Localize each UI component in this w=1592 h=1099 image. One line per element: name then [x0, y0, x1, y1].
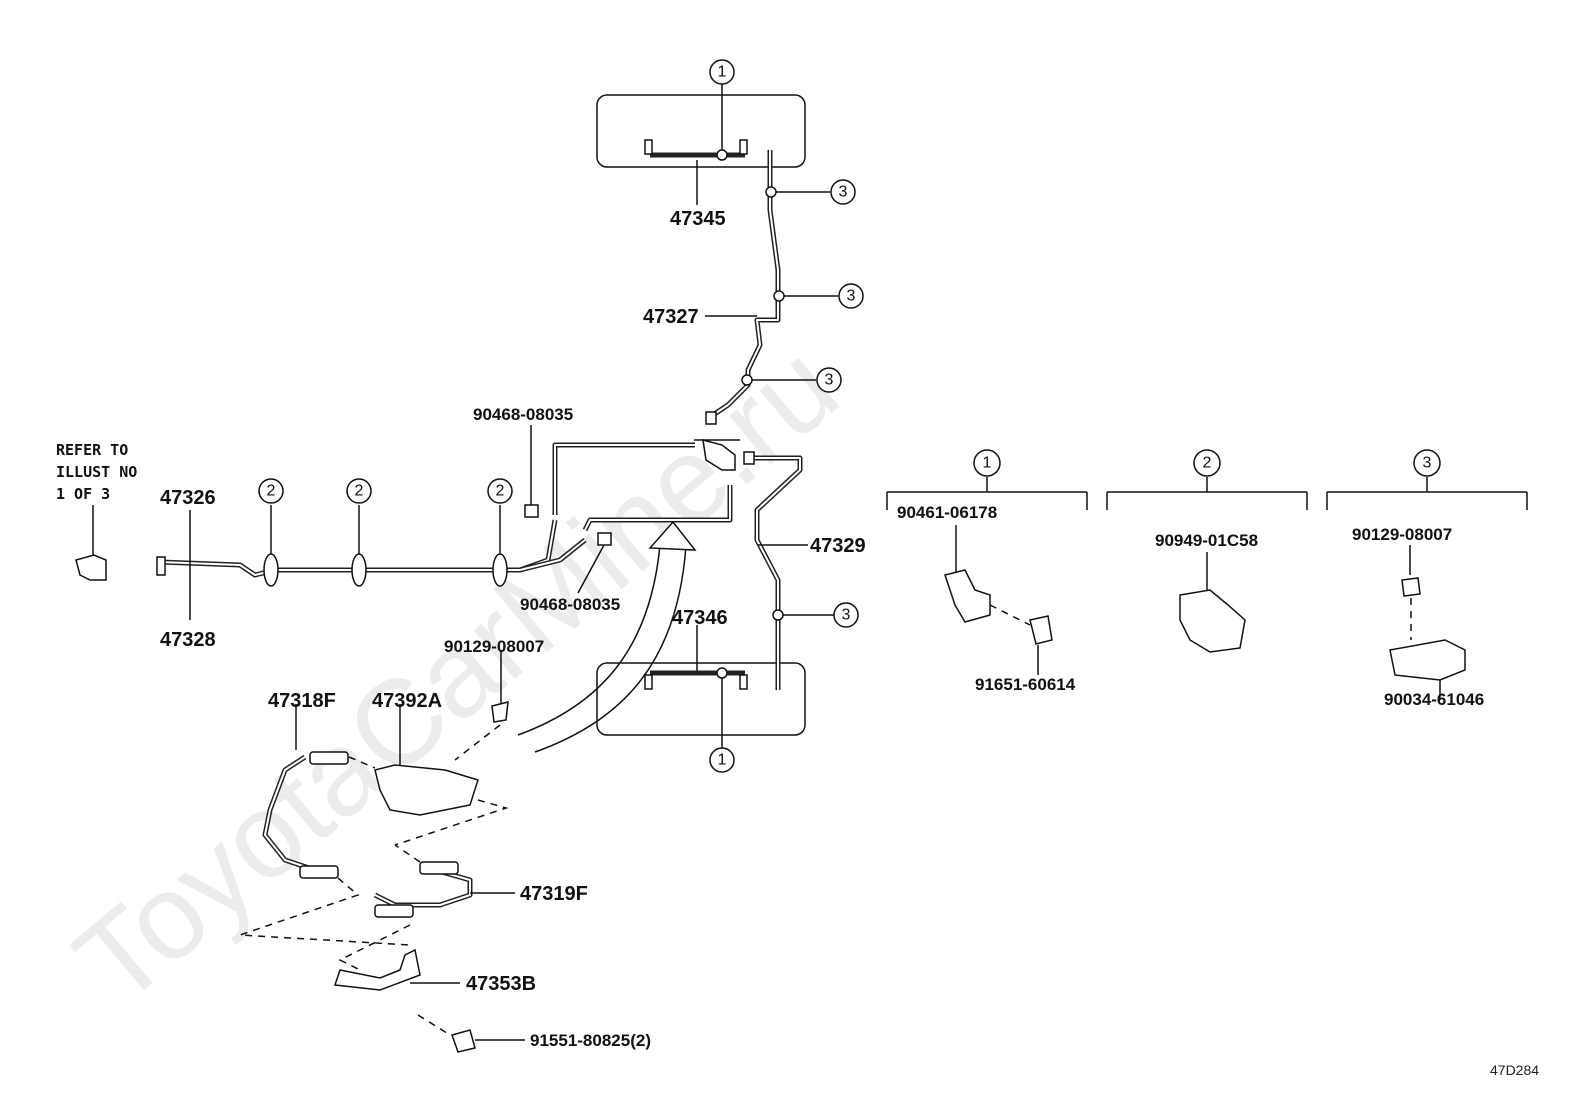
callout-2-b: 2 — [346, 478, 372, 504]
label-47353B: 47353B — [466, 973, 536, 995]
label-91651: 91651-60614 — [975, 675, 1076, 694]
upper-bracket-end-right — [739, 139, 748, 155]
label-47328: 47328 — [160, 629, 216, 651]
bracket-47353B — [333, 948, 421, 991]
refer-note-line-1: REFER TO — [56, 441, 128, 459]
label-47346: 47346 — [672, 607, 728, 629]
label-47329: 47329 — [810, 535, 866, 557]
svg-text:2: 2 — [267, 483, 276, 500]
clamp-90949 — [1179, 589, 1246, 653]
bolt-91551 — [451, 1029, 476, 1053]
arrow-curve-inner — [534, 544, 687, 753]
junction-bracket — [702, 438, 736, 471]
diagram-code: 47D284 — [1490, 1062, 1539, 1078]
fitting-47318F-bottom — [299, 865, 339, 879]
label-47318F: 47318F — [268, 690, 336, 712]
svg-text:3: 3 — [847, 288, 856, 305]
dot-47327-c — [741, 374, 753, 386]
label-47326: 47326 — [160, 487, 216, 509]
label-91551: 91551-80825(2) — [530, 1031, 651, 1050]
svg-text:1: 1 — [983, 455, 992, 472]
fitting-47327 — [705, 411, 717, 425]
legend-callout-2: 2 — [1193, 449, 1221, 477]
fitting-47319F-bottom — [374, 904, 414, 918]
label-90129-b: 90129-08007 — [1352, 525, 1452, 544]
callout-1-bottom: 1 — [709, 747, 735, 773]
svg-text:1: 1 — [718, 64, 727, 81]
lower-clip-box — [596, 662, 806, 736]
clip-90468-a — [524, 504, 539, 518]
main-pipe-end — [156, 556, 166, 576]
label-90034: 90034-61046 — [1384, 690, 1484, 709]
screw-91651 — [1029, 615, 1053, 645]
svg-text:2: 2 — [355, 483, 364, 500]
clamp-90461 — [944, 569, 991, 623]
lower-bracket-end-right — [739, 674, 748, 690]
dot-upper-1 — [716, 149, 728, 161]
label-47345: 47345 — [670, 208, 726, 230]
callout-2-a: 2 — [258, 478, 284, 504]
callout-3-a: 3 — [830, 179, 856, 205]
label-90129-a: 90129-08007 — [444, 637, 544, 656]
callout-3-c: 3 — [816, 367, 842, 393]
label-90468-b: 90468-08035 — [520, 595, 620, 614]
label-90461: 90461-06178 — [897, 503, 997, 522]
label-47327: 47327 — [643, 306, 699, 328]
refer-note-line-2: ILLUST NO — [56, 463, 137, 481]
svg-text:2: 2 — [1203, 455, 1212, 472]
clamp-2-b — [351, 553, 367, 587]
label-47319F: 47319F — [520, 883, 588, 905]
label-90949: 90949-01C58 — [1155, 531, 1258, 550]
refer-note-line-3: 1 OF 3 — [56, 485, 110, 503]
refer-part — [75, 554, 107, 581]
upper-clip-box — [596, 94, 806, 168]
label-90468-a: 90468-08035 — [473, 405, 573, 424]
clamp-2-a — [263, 553, 279, 587]
svg-text:3: 3 — [825, 372, 834, 389]
dot-47327-a — [765, 186, 777, 198]
dot-47327-b — [773, 290, 785, 302]
legend-callout-1: 1 — [973, 449, 1001, 477]
svg-text:1: 1 — [718, 752, 727, 769]
fitting-47329 — [743, 451, 755, 465]
label-47392A: 47392A — [372, 690, 442, 712]
fitting-47318F-top — [309, 751, 349, 765]
dot-lower-1 — [716, 667, 728, 679]
svg-text:3: 3 — [839, 184, 848, 201]
callout-3-d: 3 — [833, 602, 859, 628]
svg-text:3: 3 — [1423, 455, 1432, 472]
arrow-head — [648, 520, 697, 551]
dot-47329 — [772, 609, 784, 621]
upper-bracket-end-left — [644, 139, 653, 155]
bracket-47392A — [374, 764, 479, 816]
arrow-curve-outer — [517, 544, 661, 736]
bolt-90129-a — [491, 701, 509, 723]
svg-text:2: 2 — [496, 483, 505, 500]
callout-1-top: 1 — [709, 59, 735, 85]
legend-callout-3: 3 — [1413, 449, 1441, 477]
svg-text:3: 3 — [842, 607, 851, 624]
clamp-2-c — [492, 553, 508, 587]
callout-2-c: 2 — [487, 478, 513, 504]
lower-bracket-end-left — [644, 674, 653, 690]
bolt-90129-b — [1401, 577, 1421, 597]
clip-90468-b — [597, 532, 612, 546]
callout-3-b: 3 — [838, 283, 864, 309]
clamp-90034 — [1389, 639, 1466, 681]
fitting-47319F-top — [419, 861, 459, 875]
